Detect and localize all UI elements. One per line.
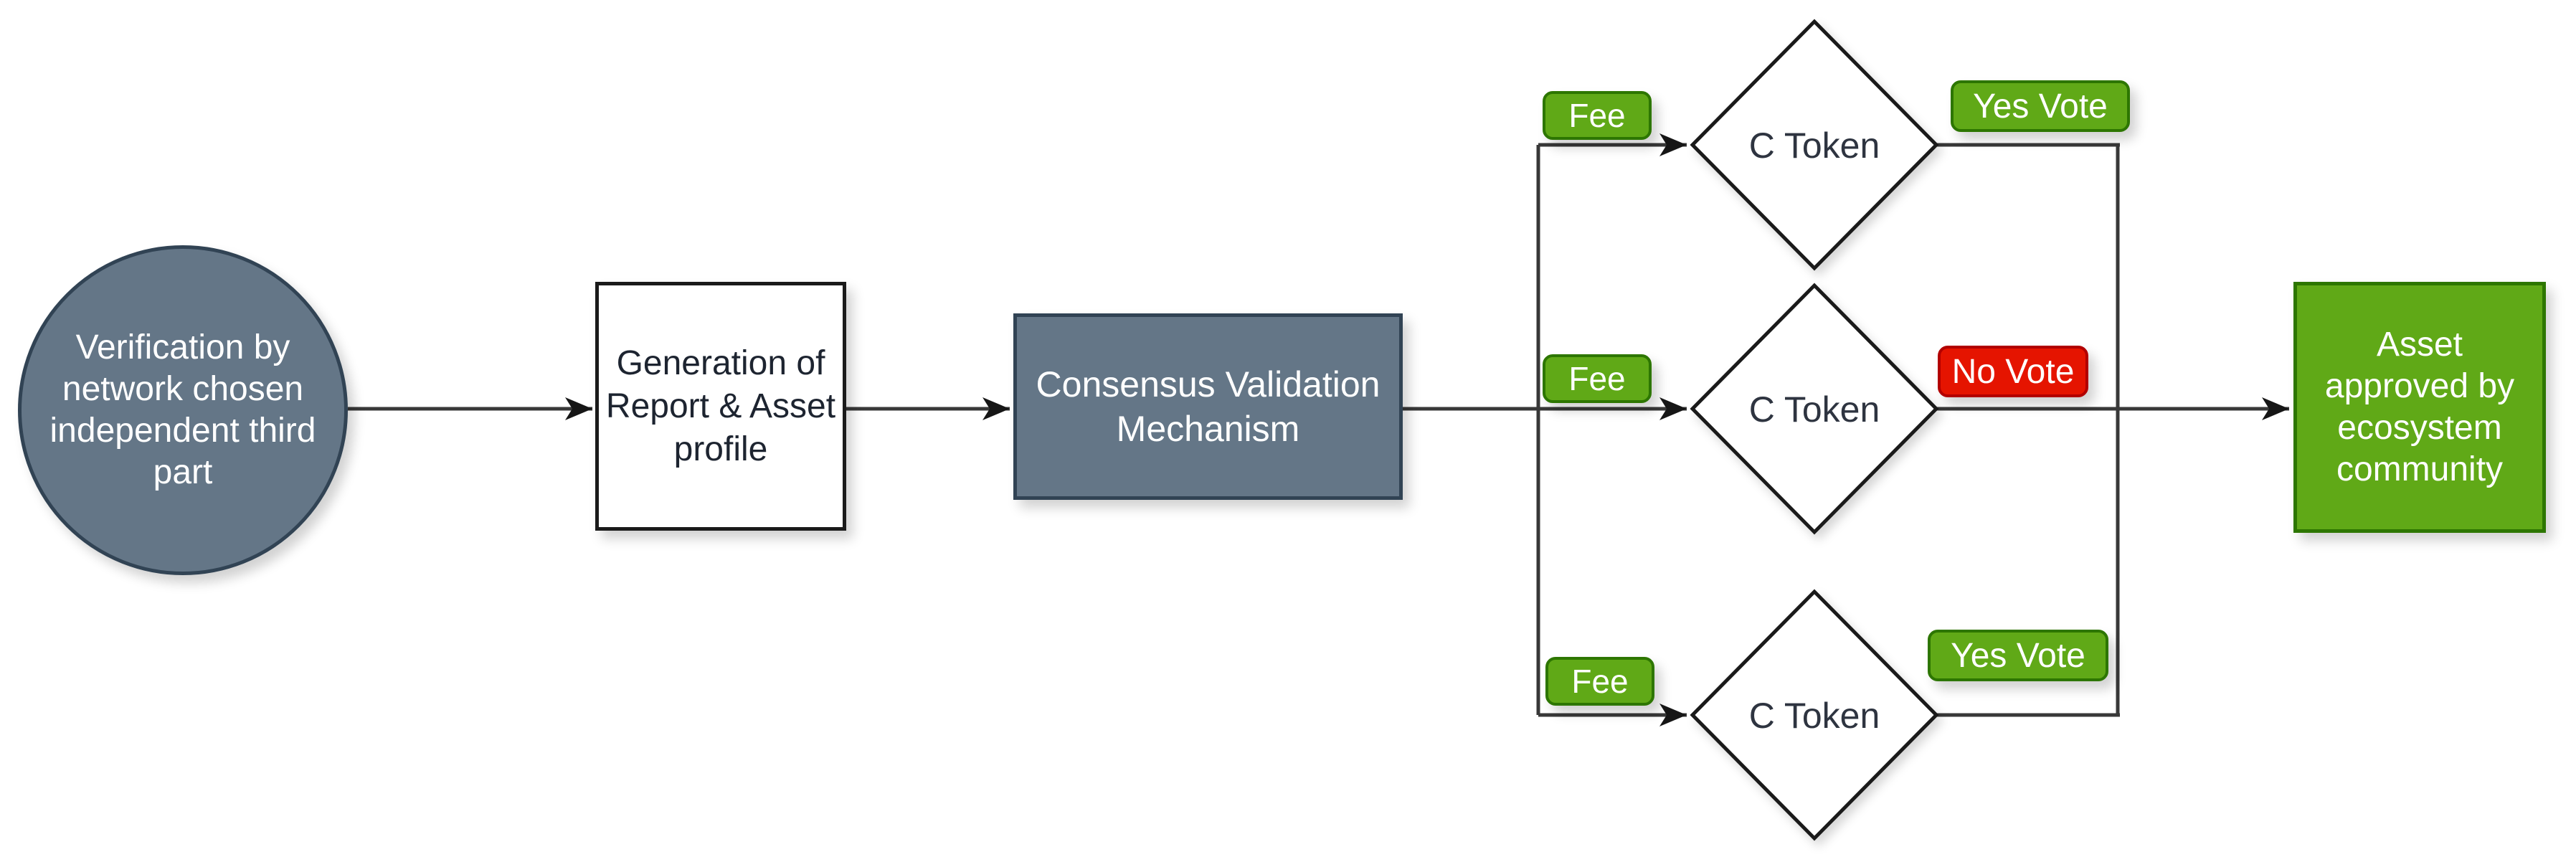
edge-label-fee-middle: Fee <box>1543 354 1652 403</box>
node-verification-label: Verification by network chosen independe… <box>49 328 316 491</box>
node-consensus-label: Consensus Validation Mechanism <box>1036 364 1381 449</box>
node-verification-circle: Verification by network chosen independe… <box>18 245 348 575</box>
edge-label-yes-vote-bottom: Yes Vote <box>1928 630 2108 681</box>
edge-label-yes-vote-top: Yes Vote <box>1951 80 2130 132</box>
decision-diamond-middle <box>1690 283 1939 535</box>
node-asset-approved-box: Asset approved by ecosystem community <box>2293 282 2546 533</box>
decision-diamond-bottom <box>1690 589 1939 841</box>
node-asset-approved-label: Asset approved by ecosystem community <box>2324 326 2515 488</box>
edge-label-no-vote-middle: No Vote <box>1938 346 2088 397</box>
node-report-label: Generation of Report & Asset profile <box>605 344 836 468</box>
node-ctoken-top-label: C Token <box>1748 125 1880 166</box>
edge-label-fee-top: Fee <box>1543 91 1652 140</box>
node-report-box: Generation of Report & Asset profile <box>595 282 846 531</box>
node-ctoken-middle-label: C Token <box>1748 389 1880 430</box>
edge-label-fee-bottom: Fee <box>1545 657 1654 706</box>
node-ctoken-bottom-label: C Token <box>1748 696 1880 736</box>
decision-diamond-top <box>1690 19 1939 271</box>
node-consensus-box: Consensus Validation Mechanism <box>1013 313 1403 500</box>
